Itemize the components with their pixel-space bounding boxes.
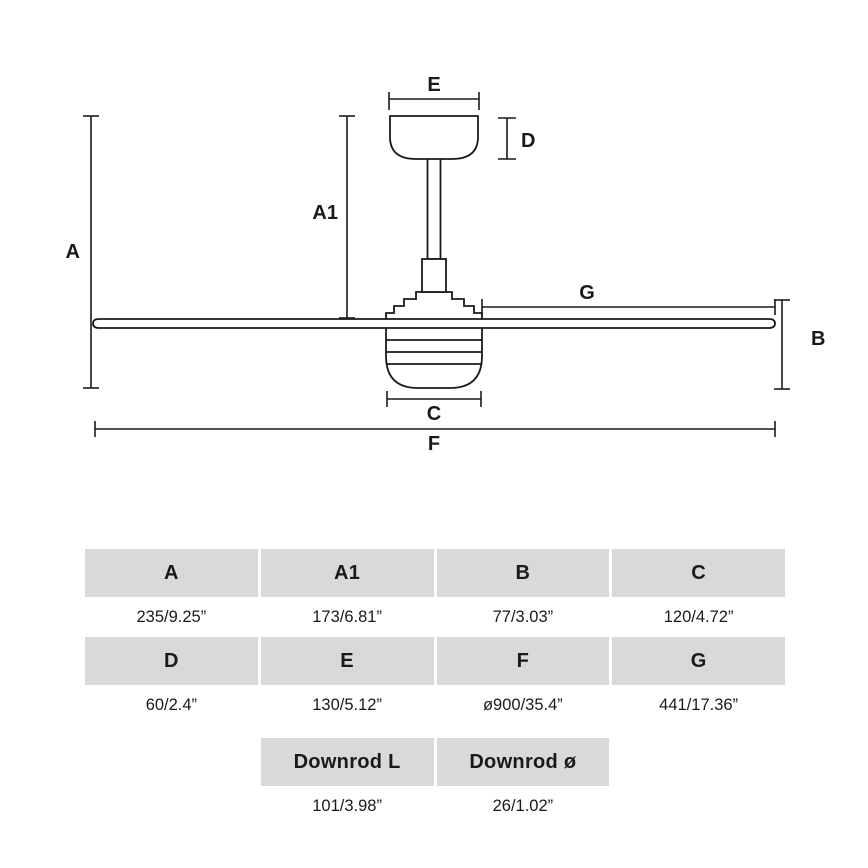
value-cell-D: 60/2.4” [85,685,258,725]
table-group-1: A A1 B C 235/9.25” 173/6.81” 77/3.03” 12… [85,549,785,637]
dim-label-B: B [811,328,825,350]
dim-line-E [388,92,480,110]
fan-blades [92,318,776,329]
dim-label-C: C [427,403,441,425]
light-kit-body [385,325,483,389]
table-group-downrod: Downrod L Downrod ø 101/3.98” 26/1.02” [85,738,785,826]
value-cell-downrod-length: 101/3.98” [260,786,434,826]
rod-coupler [421,258,447,293]
dim-line-D [498,117,516,160]
header-cell-F: F [436,637,610,685]
value-cell-F: ø900/35.4” [436,685,610,725]
dim-label-F: F [428,433,440,455]
motor-housing [385,291,483,321]
fan-diagram: E D A1 A G B C F [66,74,826,455]
header-cell-downrod-length: Downrod L [260,738,434,786]
value-cell-C: 120/4.72” [612,597,785,637]
dim-line-A1 [339,115,355,319]
ceiling-canopy [389,115,479,160]
dim-label-D: D [521,130,535,152]
dim-label-A1: A1 [312,202,338,224]
dim-line-G [481,299,776,315]
value-cell-B: 77/3.03” [436,597,610,637]
value-cell-G: 441/17.36” [612,685,785,725]
dim-line-B [774,299,790,390]
dimensions-table: A A1 B C 235/9.25” 173/6.81” 77/3.03” 12… [85,549,785,826]
value-cell-E: 130/5.12” [260,685,434,725]
header-cell-E: E [260,637,434,685]
header-cell-G: G [612,637,785,685]
dim-line-A [83,115,99,389]
dim-label-E: E [427,74,440,96]
dim-label-G: G [579,282,595,304]
value-cell-A1: 173/6.81” [260,597,434,637]
header-cell-B: B [436,549,610,597]
value-cell-downrod-diameter: 26/1.02” [436,786,610,826]
dim-line-C [386,391,482,407]
header-cell-A: A [85,549,258,597]
downrod [426,157,442,260]
dim-label-A: A [66,241,80,263]
header-cell-C: C [612,549,785,597]
dim-line-F [94,421,776,437]
value-cell-A: 235/9.25” [85,597,258,637]
header-cell-A1: A1 [260,549,434,597]
header-cell-D: D [85,637,258,685]
table-group-2: D E F G 60/2.4” 130/5.12” ø900/35.4” 441… [85,637,785,725]
header-cell-downrod-diameter: Downrod ø [436,738,610,786]
